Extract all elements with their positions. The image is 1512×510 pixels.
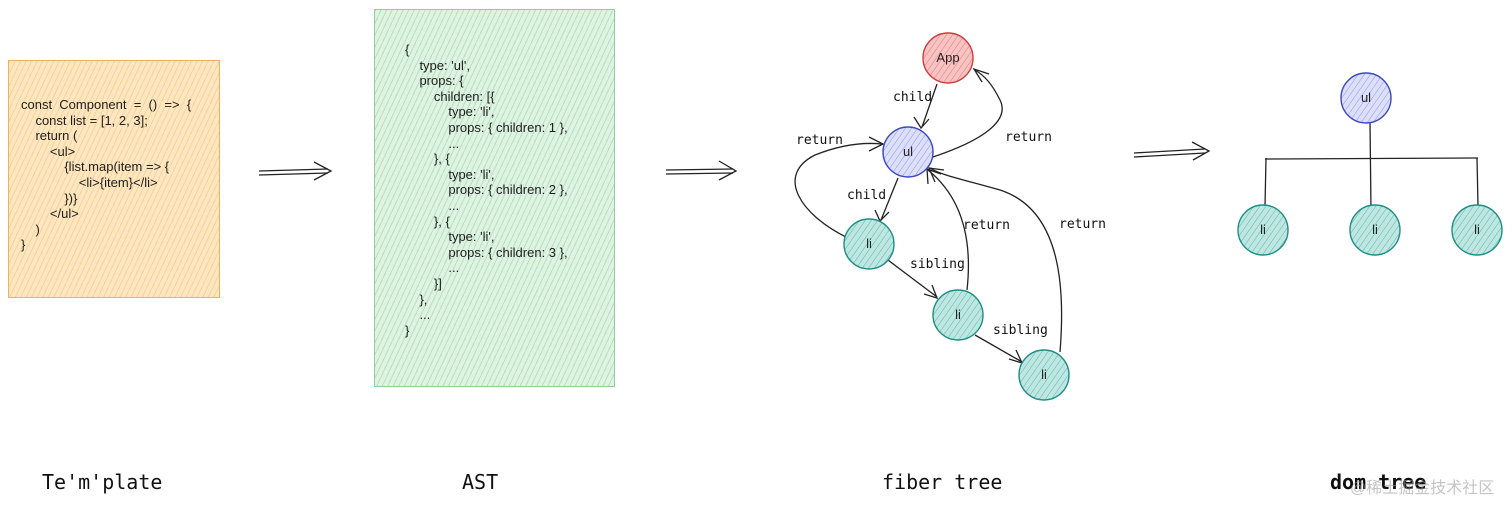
ast-code-box: { type: 'ul', props: { children: [{ type… xyxy=(374,9,615,387)
label-return-far: return xyxy=(1059,217,1106,232)
ast-code-line: }] xyxy=(405,275,442,291)
watermark: @稀土掘金技术社区 xyxy=(1350,480,1495,497)
label-child-top: child xyxy=(893,90,932,105)
fiber-node-li-1: li xyxy=(843,218,895,270)
dom-node-li-1: li xyxy=(1237,204,1289,256)
svg-text:li: li xyxy=(1260,222,1266,237)
template-code-line: } xyxy=(21,237,26,253)
svg-text:li: li xyxy=(866,236,872,251)
label-return-left: return xyxy=(796,133,843,148)
template-code-line: ) xyxy=(21,221,40,237)
edge-app-ul-child xyxy=(921,83,938,128)
edge-li2-ul-return xyxy=(927,169,970,291)
svg-text:App: App xyxy=(936,50,959,65)
ast-code-line: { xyxy=(405,42,410,57)
stage-arrow-1 xyxy=(258,161,333,181)
dom-node-li-2: li xyxy=(1349,204,1401,256)
label-return-right: return xyxy=(1005,130,1052,145)
template-code-line: })} xyxy=(21,190,78,206)
ast-code-line: ... xyxy=(405,197,460,213)
svg-text:ul: ul xyxy=(903,144,913,159)
arrowhead-li1-li2 xyxy=(923,284,939,300)
svg-text:li: li xyxy=(1041,367,1047,382)
template-code-line: <li>{item}</li> xyxy=(21,174,158,190)
edge-li3-ul-return xyxy=(929,167,1063,353)
fiber-node-li-2: li xyxy=(932,289,984,341)
ast-code-line: ... xyxy=(405,307,431,323)
label-child-mid: child xyxy=(847,188,886,203)
edge-li1-li2-sibling xyxy=(887,259,938,298)
template-code-line: return ( xyxy=(21,128,78,144)
ast-code-line: type: 'li', xyxy=(405,229,495,245)
ast-code-line: ... xyxy=(405,260,460,276)
fiber-node-li-3: li xyxy=(1018,349,1070,401)
ast-code-line: type: 'li', xyxy=(405,166,495,182)
arrowhead-li1-ul xyxy=(868,136,885,152)
caption-ast: AST xyxy=(462,470,499,494)
ast-code-line: children: [{ xyxy=(405,88,495,104)
fiber-node-ul: ul xyxy=(882,126,934,178)
ast-code-line: props: { children: 1 }, xyxy=(405,119,568,135)
edge-li2-li3-sibling xyxy=(974,334,1023,363)
template-code-line: const list = [1, 2, 3]; xyxy=(21,112,148,128)
ast-code-line: props: { children: 3 }, xyxy=(405,244,568,260)
arrowhead-ul-app xyxy=(972,67,990,83)
ast-code-line: }, { xyxy=(405,151,450,167)
svg-text:ul: ul xyxy=(1361,90,1371,105)
arrowhead-app-ul xyxy=(913,116,930,130)
dom-tree-edges xyxy=(1264,121,1479,211)
ast-code-line: }, { xyxy=(405,213,450,229)
svg-text:li: li xyxy=(1372,222,1378,237)
edge-li1-ul-return xyxy=(794,142,883,239)
label-sibling-2: sibling xyxy=(993,323,1048,338)
label-return-mid: return xyxy=(963,218,1010,233)
fiber-node-app: App xyxy=(922,32,974,84)
ast-code-line: }, xyxy=(405,291,428,307)
arrowhead-ul-li1 xyxy=(874,209,890,223)
edge-ul-app-return xyxy=(929,69,1003,159)
dom-node-li-3: li xyxy=(1451,204,1503,256)
ast-code-line: type: 'li', xyxy=(405,104,495,120)
template-code-box: const Component = () => { const list = [… xyxy=(8,60,220,298)
svg-text:li: li xyxy=(955,307,961,322)
edge-ul-li1-child xyxy=(880,177,899,221)
dom-node-ul: ul xyxy=(1340,72,1392,124)
template-code-line: const Component = () => { xyxy=(21,97,192,112)
ast-code-line: props: { children: 2 }, xyxy=(405,182,568,198)
stage-arrow-2 xyxy=(665,160,738,181)
ast-code-line: } xyxy=(405,322,410,338)
ast-code-line: props: { xyxy=(405,73,464,89)
label-sibling-1: sibling xyxy=(910,257,965,272)
caption-dom-tree: dom tree xyxy=(1330,470,1427,494)
stage-arrow-3 xyxy=(1133,141,1211,161)
ast-code-line: ... xyxy=(405,135,460,151)
svg-text:li: li xyxy=(1474,222,1480,237)
template-code-line: </ul> xyxy=(21,206,79,222)
caption-template: Te'm'plate xyxy=(42,470,163,494)
caption-fiber-tree: fiber tree xyxy=(882,470,1003,494)
template-code-line: <ul> xyxy=(21,143,76,159)
arrowhead-li3-ul xyxy=(927,167,945,183)
template-code-line: {list.map(item => { xyxy=(21,159,170,175)
ast-code-line: type: 'ul', xyxy=(405,57,470,73)
